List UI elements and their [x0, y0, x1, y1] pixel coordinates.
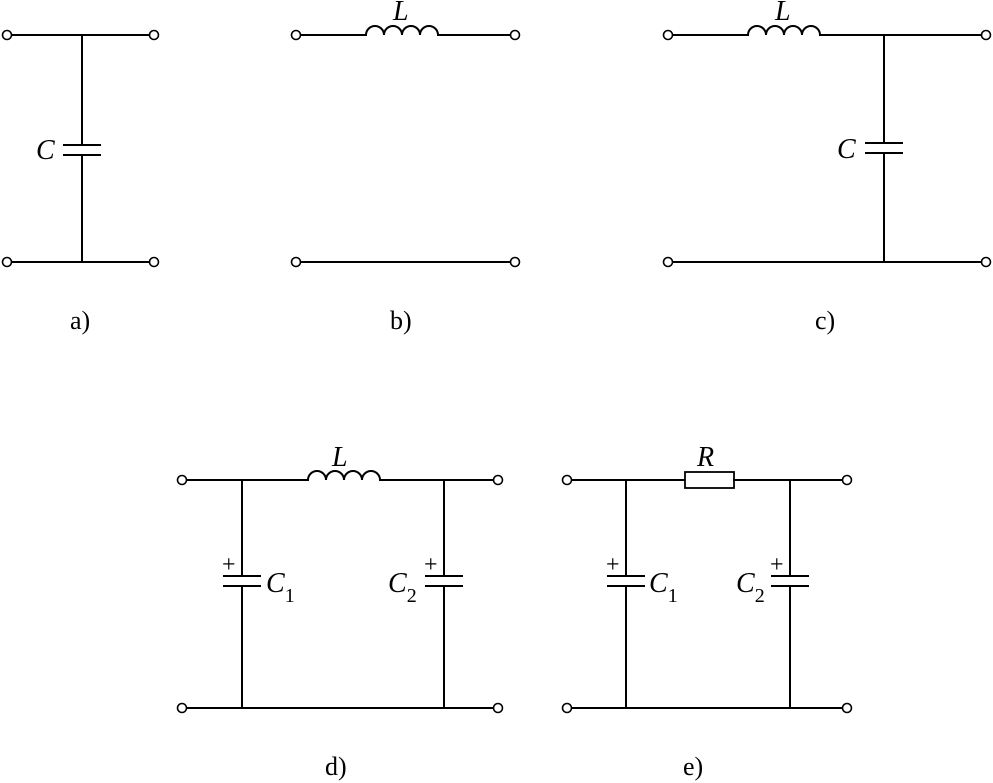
c2-polarity-plus: + — [424, 552, 438, 578]
terminal-in-top — [662, 29, 674, 41]
caption-e: e) — [683, 752, 703, 781]
terminal-out-top — [509, 29, 521, 41]
terminal-in-top — [290, 29, 302, 41]
terminal-out-bottom — [980, 256, 992, 268]
terminal-in-bottom — [290, 256, 302, 268]
circuit-c: L C c) — [662, 0, 992, 335]
c2-polarity-plus: + — [770, 552, 784, 578]
terminal-out-top — [841, 474, 853, 486]
terminal-in-top — [561, 474, 573, 486]
inductor-l — [307, 470, 381, 481]
caption-a: a) — [70, 306, 90, 335]
circuit-e: R + C1 + C2 e) — [561, 442, 853, 781]
terminal-out-bottom — [509, 256, 521, 268]
caption-b: b) — [390, 306, 412, 335]
terminal-in-bottom — [176, 702, 188, 714]
c1-polarity-plus: + — [606, 552, 620, 578]
capacitor-label: C — [36, 135, 55, 166]
terminal-out-bottom — [492, 702, 504, 714]
inductor-label: L — [774, 0, 791, 27]
inductor-label: L — [331, 442, 348, 473]
resistor-r — [684, 471, 735, 489]
c1-label: C1 — [649, 568, 678, 607]
inductor-l — [747, 25, 821, 36]
capacitor-c1 — [607, 575, 645, 587]
inductor-l — [365, 25, 439, 36]
capacitor-c2 — [771, 575, 809, 587]
terminal-in-bottom — [561, 702, 573, 714]
circuit-a: C a) — [1, 29, 160, 335]
terminal-in-top — [176, 474, 188, 486]
inductor-label: L — [392, 0, 409, 27]
capacitor-c2 — [425, 575, 463, 587]
circuit-b: L b) — [290, 0, 521, 335]
resistor-label: R — [696, 442, 714, 473]
circuit-d: L + C1 + C2 d) — [176, 442, 504, 781]
c1-polarity-plus: + — [222, 552, 236, 578]
capacitor-label: C — [837, 134, 856, 165]
capacitor-c1 — [223, 575, 261, 587]
terminal-out-top — [980, 29, 992, 41]
terminal-in-bottom — [1, 256, 13, 268]
terminal-in-bottom — [662, 256, 674, 268]
c1-label: C1 — [266, 568, 295, 607]
terminal-out-bottom — [841, 702, 853, 714]
caption-d: d) — [325, 752, 347, 781]
capacitor-c — [865, 142, 903, 154]
capacitor-c — [63, 144, 101, 156]
terminal-out-bottom — [148, 256, 160, 268]
terminal-out-top — [148, 29, 160, 41]
c2-label: C2 — [388, 568, 417, 607]
c2-label: C2 — [736, 568, 765, 607]
caption-c: c) — [815, 306, 835, 335]
terminal-in-top — [1, 29, 13, 41]
terminal-out-top — [492, 474, 504, 486]
